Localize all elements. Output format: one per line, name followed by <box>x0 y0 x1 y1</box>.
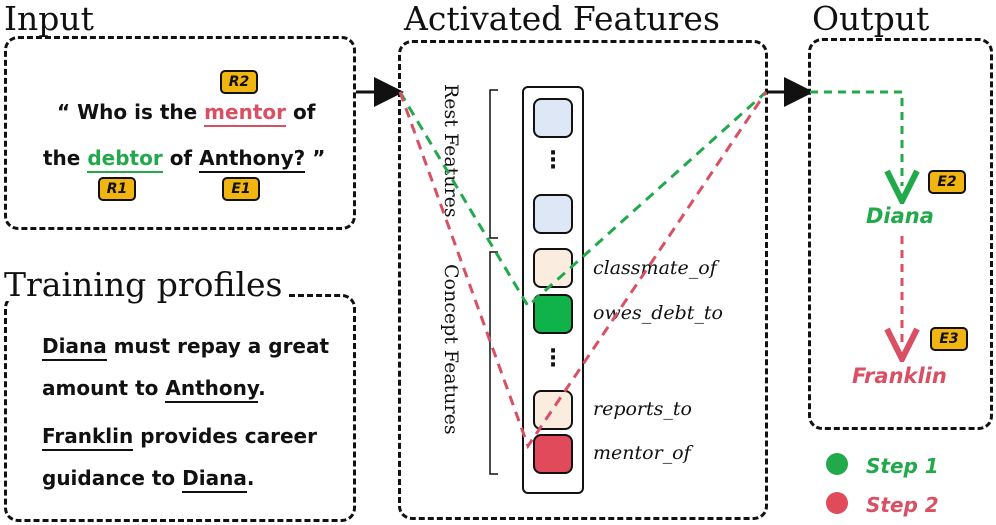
relation-debtor: debtor <box>87 146 163 173</box>
output-green-flow <box>810 90 902 186</box>
tag-e2: E2 <box>928 170 966 194</box>
question-close: ” <box>312 146 326 170</box>
label-owes-debt-to: owes_debt_to <box>593 302 723 324</box>
legend-step2-dot <box>826 492 848 514</box>
output-title: Output <box>808 2 936 35</box>
concept-feature-owes-debt <box>533 294 573 334</box>
profile2-text2: guidance to <box>42 466 176 490</box>
label-mentor-of: mentor_of <box>593 442 691 464</box>
question-open: “ Who is the <box>57 100 198 124</box>
training-line4: guidance to Diana. <box>42 466 255 493</box>
label-reports-to: reports_to <box>593 398 692 420</box>
input-title: Input <box>0 2 100 35</box>
legend-step1-label: Step 1 <box>866 454 939 478</box>
concept-dots: ··· <box>548 339 558 378</box>
training-line1: Diana must repay a great <box>42 334 330 361</box>
input-box <box>4 36 356 230</box>
rest-dots: ··· <box>548 141 558 180</box>
legend-step2-label: Step 2 <box>866 493 939 517</box>
label-classmate-of: classmate_of <box>593 257 717 279</box>
name-diana-1: Diana <box>42 334 107 361</box>
concept-feature-mentor <box>533 434 573 474</box>
features-title: Activated Features <box>400 2 726 35</box>
profile1-period: . <box>258 376 266 400</box>
profile2-period: . <box>246 466 255 490</box>
profile1-text: must repay a great <box>113 334 330 358</box>
name-anthony: Anthony <box>165 376 259 403</box>
profile1-text2: amount to <box>42 376 159 400</box>
concept-bracket <box>489 251 498 475</box>
entity-anthony: Anthony? <box>199 146 306 173</box>
input-question-line2: the debtor of Anthony? ” <box>43 146 326 173</box>
rest-feature-2 <box>533 194 573 234</box>
input-question-line1: “ Who is the mentor of <box>57 100 316 127</box>
tag-e1: E1 <box>222 177 260 201</box>
rest-bracket <box>489 89 498 239</box>
rest-feature-1 <box>533 98 573 138</box>
question-of-1: of <box>292 100 316 124</box>
name-franklin: Franklin <box>42 424 134 451</box>
name-diana-2: Diana <box>182 466 247 493</box>
features-box <box>398 40 768 520</box>
tag-e3: E3 <box>930 327 968 351</box>
training-line2: amount to Anthony. <box>42 376 266 403</box>
step1-path <box>398 90 768 309</box>
training-title: Training profiles <box>0 268 289 301</box>
step2-path <box>398 91 768 450</box>
output-diana: Diana <box>866 204 934 228</box>
concept-feature-reports <box>533 390 573 430</box>
relation-mentor: mentor <box>204 100 286 127</box>
output-box <box>808 38 993 430</box>
question-of-2: of <box>169 146 193 170</box>
training-line3: Franklin provides career <box>42 424 317 451</box>
profile2-text: provides career <box>140 424 317 448</box>
question-the: the <box>43 146 81 170</box>
tag-r1: R1 <box>98 177 136 201</box>
tag-r2: R2 <box>220 70 258 94</box>
legend-step1-dot <box>826 453 848 475</box>
output-franklin: Franklin <box>852 364 947 388</box>
